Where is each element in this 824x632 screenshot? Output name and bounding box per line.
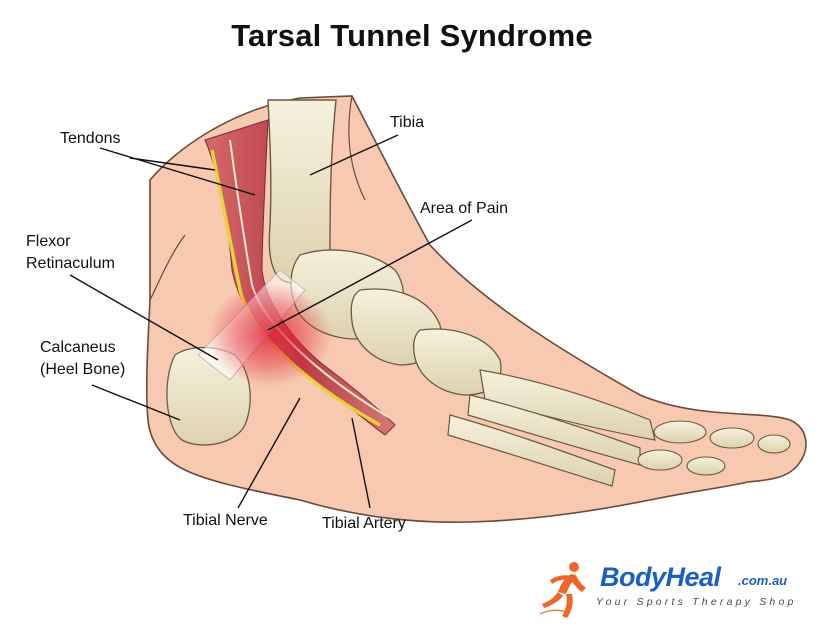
logo-domain: .com.au	[738, 573, 788, 588]
label-tibial-artery: Tibial Artery	[322, 515, 406, 532]
diagram-title: Tarsal Tunnel Syndrome	[231, 18, 593, 53]
leader-tibial-artery	[351, 417, 371, 509]
leader-tibial-nerve	[237, 397, 301, 509]
label-area-of-pain: Area of Pain	[420, 200, 509, 217]
leader-lines	[69, 134, 473, 509]
label-tibia: Tibia	[390, 114, 425, 131]
leader-tendons-2	[129, 157, 216, 171]
leader-tendons-1	[99, 147, 256, 196]
label-calcaneus-line2: (Heel Bone)	[40, 361, 126, 378]
label-flexor-retinaculum-line2: Retinaculum	[26, 255, 115, 272]
label-flexor-retinaculum: Flexor Retinaculum	[26, 231, 115, 275]
leader-area-of-pain	[267, 219, 473, 331]
leader-flexor-retinaculum	[69, 274, 219, 361]
label-tendons: Tendons	[60, 130, 121, 147]
foot-bones	[166, 249, 791, 487]
label-flexor-retinaculum-line1: Flexor	[26, 233, 71, 250]
label-tibial-nerve: Tibial Nerve	[183, 512, 268, 529]
logo-brand: BodyHeal	[600, 562, 721, 592]
bodyheal-logo: BodyHeal .com.au Your Sports Therapy Sho…	[538, 558, 818, 624]
leader-calcaneus	[91, 384, 181, 421]
leader-tibia	[309, 134, 399, 176]
pain-area	[208, 283, 332, 387]
label-calcaneus: Calcaneus (Heel Bone)	[40, 337, 125, 381]
logo-tagline: Your Sports Therapy Shop	[596, 596, 797, 608]
label-calcaneus-line1: Calcaneus	[40, 339, 116, 356]
runner-icon	[539, 562, 586, 618]
